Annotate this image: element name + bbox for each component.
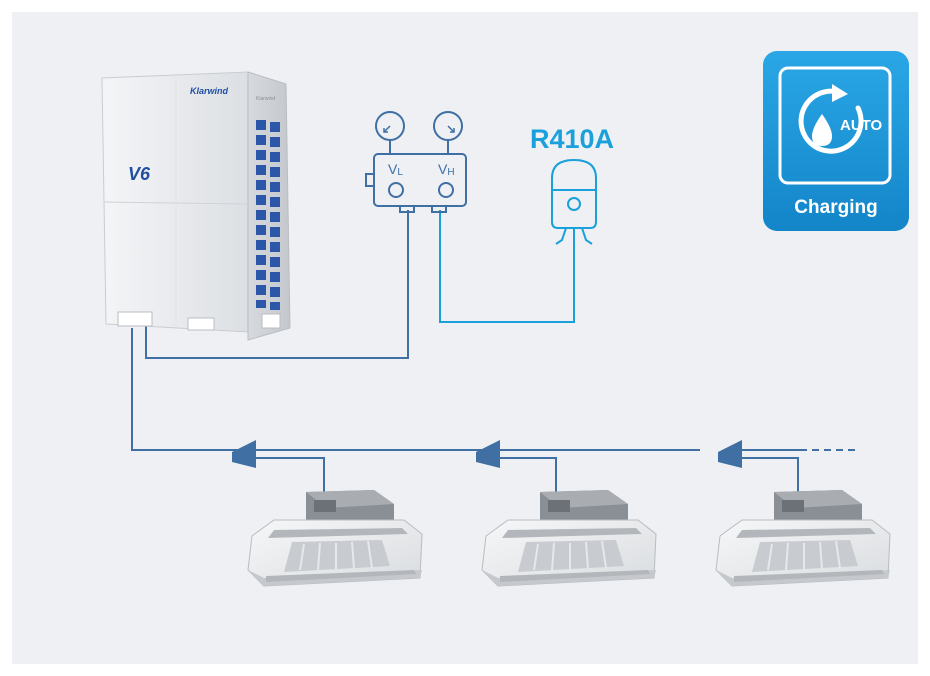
outdoor-unit-vents — [256, 120, 280, 310]
low-valve-knob — [388, 182, 404, 198]
refrigerant-label: R410A — [530, 124, 614, 154]
auto-label: AUTO — [840, 117, 883, 134]
service-port-panel — [117, 311, 153, 327]
high-valve-knob — [438, 182, 454, 198]
outdoor-unit: Klarwind Klarwind V6 — [101, 71, 291, 341]
auto-refresh-icon — [798, 84, 864, 154]
refrigerant-pipes — [131, 210, 800, 498]
outdoor-unit-model-badge: V6 — [128, 164, 151, 184]
low-side-label: VL — [388, 161, 403, 178]
branch-joint-2 — [476, 440, 500, 468]
auto-charging-badge: AUTO Charging — [763, 51, 909, 231]
charging-hose — [439, 210, 575, 323]
branch-joint-1 — [232, 440, 256, 468]
water-drop-icon — [812, 114, 832, 146]
manifold-gauge — [365, 111, 467, 213]
refrigerant-cylinder — [551, 158, 597, 245]
branch-joint-3 — [718, 440, 742, 468]
branch-joints — [232, 440, 742, 468]
outdoor-unit-brand: Klarwind — [190, 86, 229, 96]
high-side-label: VH — [438, 161, 455, 178]
gauge-needles — [383, 125, 455, 133]
outdoor-unit-brand-side: Klarwind — [256, 96, 275, 102]
badge-title: Charging — [794, 197, 877, 218]
